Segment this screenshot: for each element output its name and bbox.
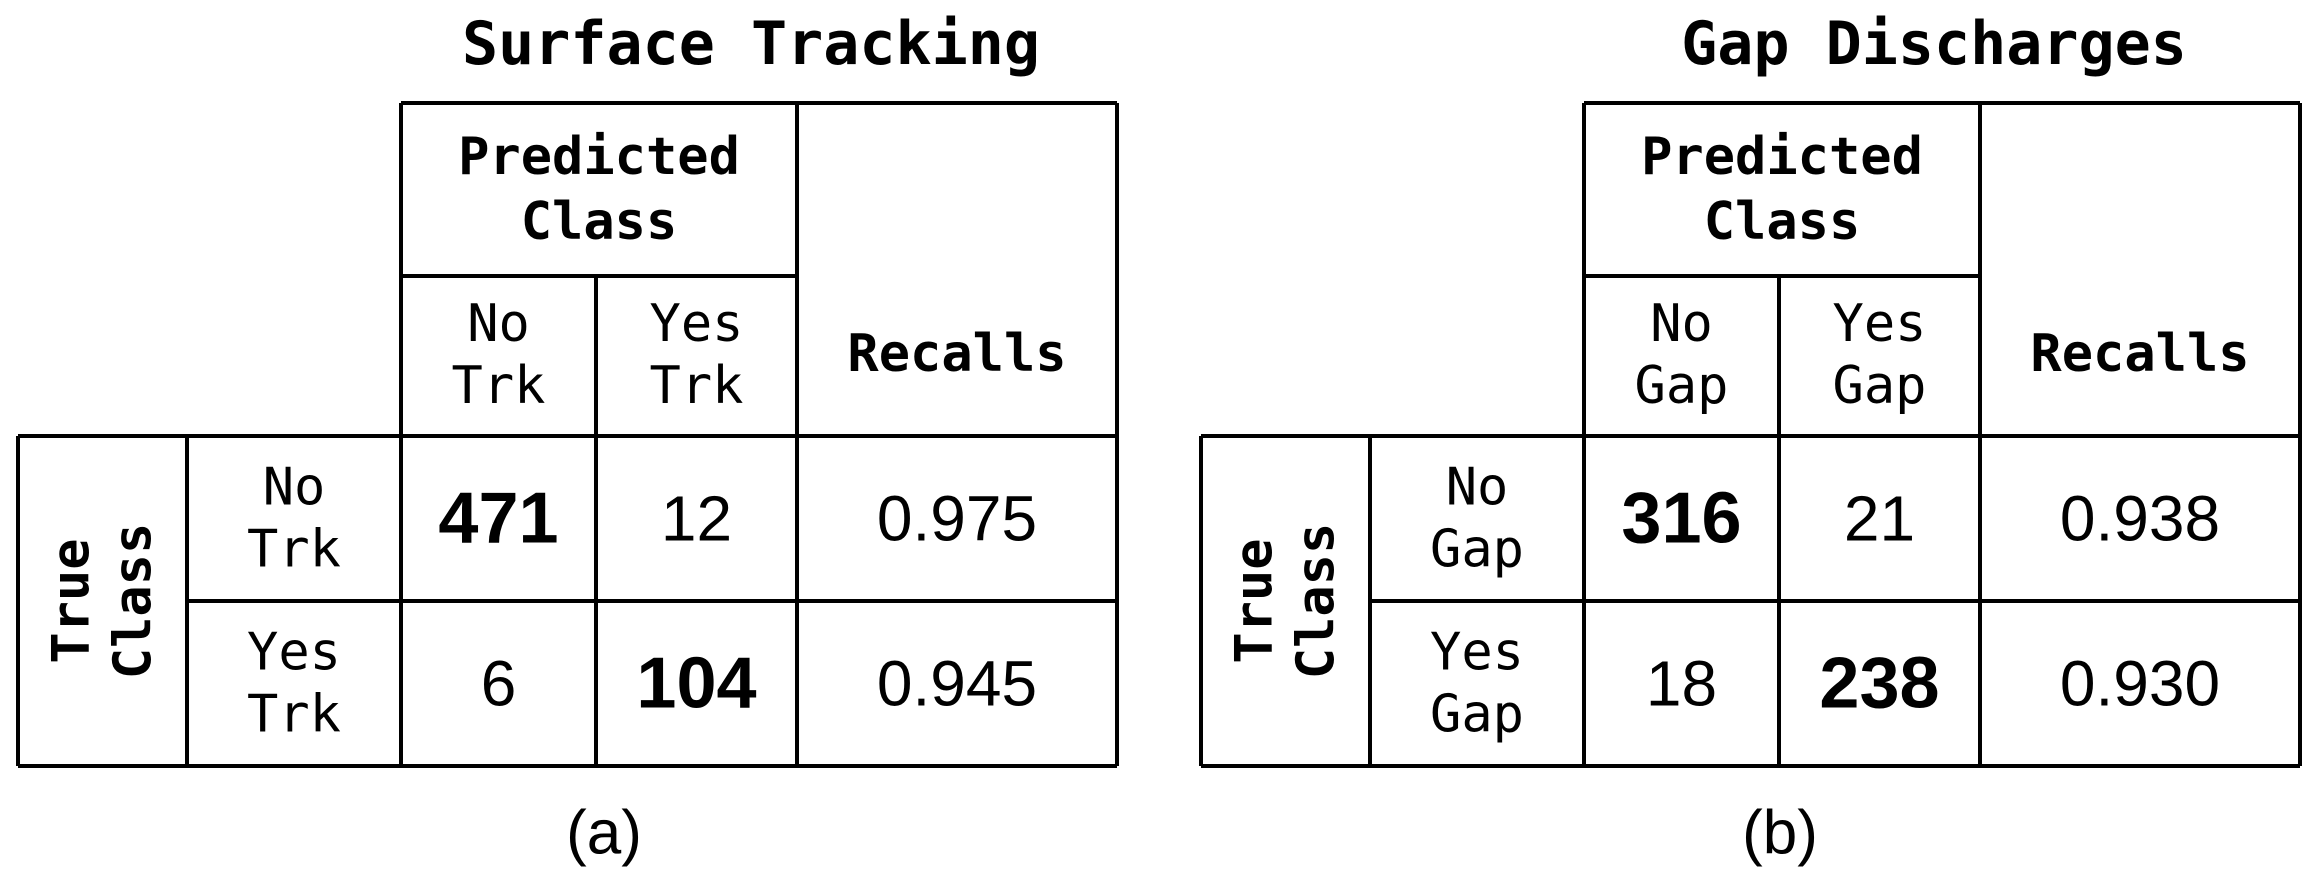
panel-caption: (a): [566, 799, 642, 868]
true-class-label: Trk: [247, 520, 341, 580]
predicted-class-label: Gap: [1635, 356, 1729, 416]
confusion-matrix-panel: Gap DischargesPredictedClassRecallsNoGap…: [1199, 9, 2302, 868]
recalls-header: Recalls: [2030, 324, 2249, 384]
true-class-label: Yes: [247, 623, 341, 683]
recall-value: 0.930: [2060, 648, 2220, 720]
predicted-class-header: Predicted: [1641, 127, 1923, 187]
predicted-class-label: Trk: [452, 356, 546, 416]
recalls-header: Recalls: [847, 324, 1066, 384]
predicted-class-header: Predicted: [458, 127, 740, 187]
matrix-cell: 18: [1646, 648, 1717, 720]
matrix-cell: 21: [1844, 483, 1915, 555]
true-class-label: Yes: [1430, 623, 1524, 683]
recall-value: 0.945: [877, 648, 1037, 720]
true-class-label: No: [1446, 458, 1509, 518]
true-class-header: Class: [1287, 523, 1347, 680]
matrix-cell: 6: [481, 648, 517, 720]
predicted-class-label: Gap: [1833, 356, 1927, 416]
predicted-class-header: Class: [1704, 192, 1861, 252]
true-class-header: True: [42, 538, 102, 663]
true-class-header: Class: [104, 523, 164, 680]
panel-caption: (b): [1742, 799, 1818, 868]
confusion-matrix-panel: Surface TrackingPredictedClassRecallsNoT…: [16, 9, 1119, 868]
predicted-class-label: No: [1650, 294, 1713, 354]
matrix-cell-correct: 238: [1819, 644, 1939, 724]
matrix-cell-correct: 471: [438, 479, 558, 559]
panel-title: Gap Discharges: [1681, 9, 2187, 79]
matrix-cell-correct: 316: [1621, 479, 1741, 559]
predicted-class-label: Trk: [650, 356, 744, 416]
true-class-header: True: [1225, 538, 1285, 663]
true-class-label: Gap: [1430, 520, 1524, 580]
recall-value: 0.938: [2060, 483, 2220, 555]
predicted-class-header: Class: [521, 192, 678, 252]
predicted-class-label: Yes: [650, 294, 744, 354]
matrix-cell: 12: [661, 483, 732, 555]
matrix-cell-correct: 104: [636, 644, 756, 724]
true-class-label: Gap: [1430, 685, 1524, 745]
true-class-label: Trk: [247, 685, 341, 745]
predicted-class-label: No: [467, 294, 530, 354]
panel-title: Surface Tracking: [462, 9, 1040, 79]
true-class-label: No: [263, 458, 326, 518]
predicted-class-label: Yes: [1833, 294, 1927, 354]
recall-value: 0.975: [877, 483, 1037, 555]
